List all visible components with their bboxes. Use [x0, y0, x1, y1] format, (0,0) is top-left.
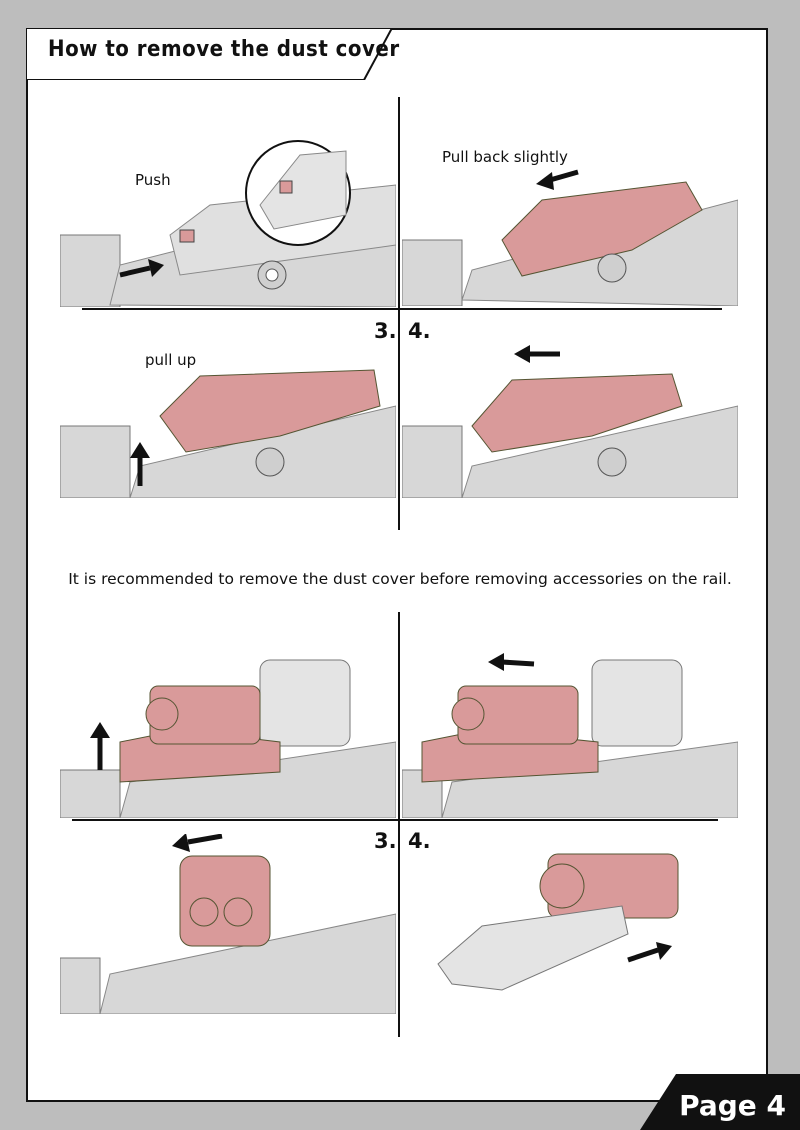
bottom-step-3-illustration — [60, 834, 396, 1014]
bottom-step-4-number: 4. — [408, 829, 431, 853]
arrow-left-icon — [488, 653, 535, 671]
top-step-2-illustration — [402, 169, 738, 306]
push-label: Push — [135, 171, 171, 189]
arrow-left-icon — [536, 169, 579, 190]
arrow-up-icon — [90, 722, 110, 770]
bottom-grid-horizontal-divider — [72, 819, 718, 821]
bottom-step-4-illustration — [437, 853, 679, 991]
arrow-up-icon — [130, 442, 150, 486]
top-step-3-number: 3. — [374, 319, 397, 343]
top-grid-vertical-divider — [398, 97, 400, 530]
arrow-left-icon — [172, 834, 223, 852]
bottom-grid-vertical-divider — [398, 612, 400, 1037]
pull-up-label: pull up — [145, 351, 197, 369]
recommendation-note: It is recommended to remove the dust cov… — [68, 570, 732, 588]
top-step-4-number: 4. — [408, 319, 431, 343]
top-step-4-arrow — [514, 345, 560, 363]
bottom-step-3-number: 3. — [374, 829, 397, 853]
page-tab — [640, 1074, 800, 1130]
top-step-4-illustration — [402, 373, 738, 498]
top-grid-horizontal-divider — [82, 308, 722, 310]
bottom-step-1-illustration — [60, 659, 396, 818]
arrow-right-icon — [119, 259, 164, 278]
top-step-3-illustration — [60, 369, 396, 498]
arrow-right-icon — [627, 942, 672, 963]
pull-back-label: Pull back slightly — [442, 148, 568, 166]
title-tab: How to remove the dust cover — [26, 28, 399, 80]
page-number: Page 4 — [679, 1089, 786, 1122]
top-step-1-illustration — [60, 140, 396, 307]
bottom-step-2-illustration — [402, 653, 738, 818]
page-title: How to remove the dust cover — [48, 37, 400, 62]
